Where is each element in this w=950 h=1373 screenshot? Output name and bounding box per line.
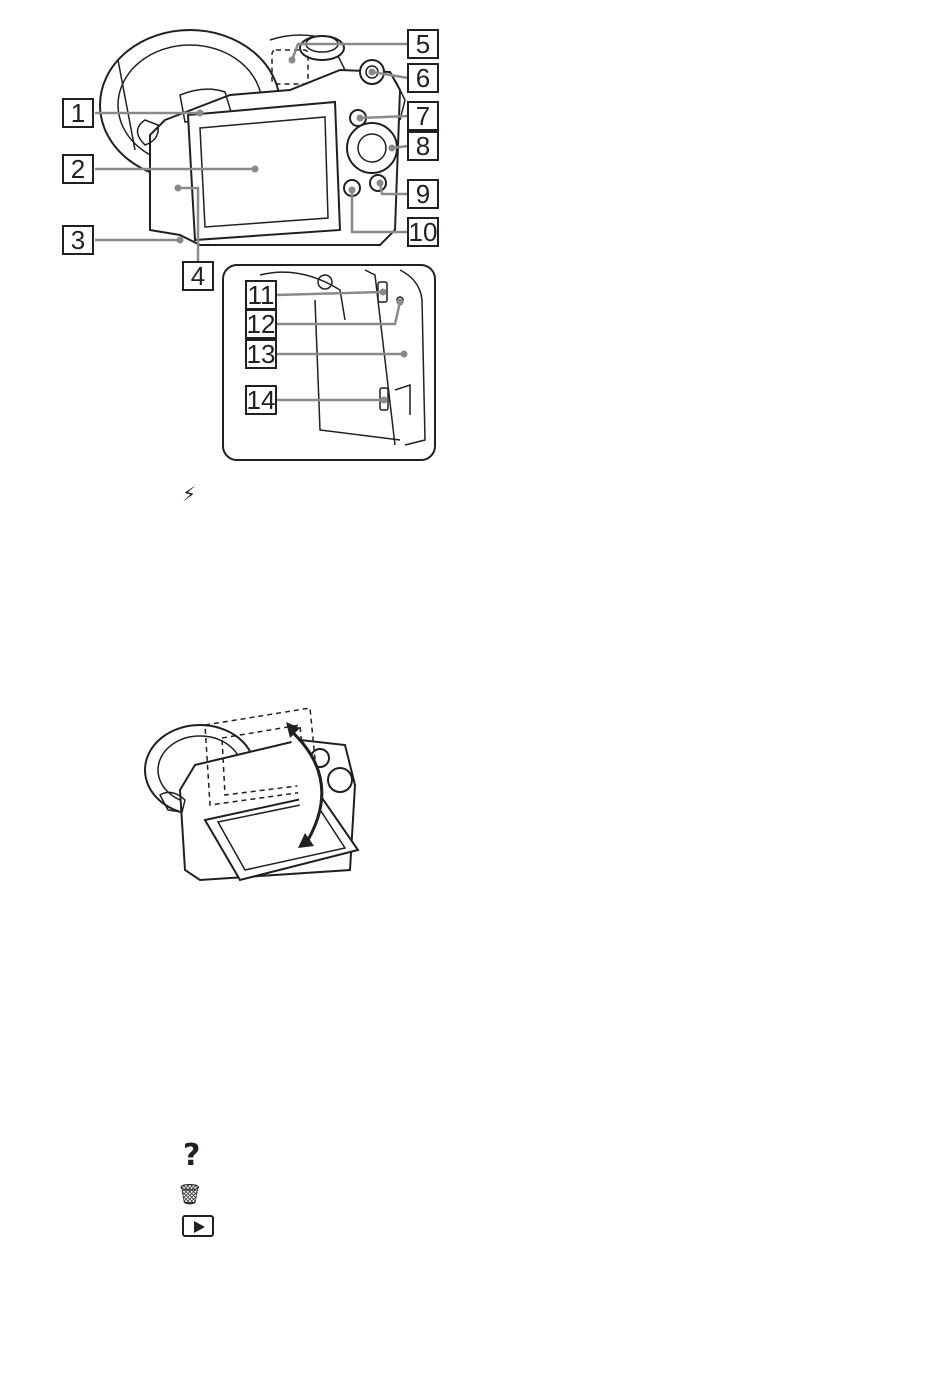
svg-text:2: 2 [71, 154, 85, 184]
callout-14: 14 [246, 385, 276, 415]
svg-text:10: 10 [409, 217, 438, 247]
callout-12: 12 [246, 309, 276, 339]
callout-4: 4 [183, 261, 213, 291]
callout-7: 7 [408, 101, 438, 131]
callout-9: 9 [408, 179, 438, 209]
svg-text:1: 1 [71, 98, 85, 128]
tilting-monitor-diagram [0, 700, 950, 900]
trash-icon: 🗑 [177, 1182, 202, 1206]
svg-text:3: 3 [71, 225, 85, 255]
callout-1: 1 [63, 98, 93, 128]
question-icon: ? [183, 1138, 200, 1173]
callout-13: 13 [246, 339, 276, 369]
callout-10: 10 [408, 217, 438, 247]
svg-text:8: 8 [416, 131, 430, 161]
callout-8: 8 [408, 131, 438, 161]
svg-text:9: 9 [416, 179, 430, 209]
svg-text:12: 12 [247, 309, 276, 339]
camera-rear-diagram: 1 2 3 4 5 6 7 8 9 10 11 12 13 14 [0, 0, 950, 470]
svg-text:6: 6 [416, 63, 430, 93]
svg-text:11: 11 [248, 280, 275, 310]
svg-text:5: 5 [416, 29, 430, 59]
callout-2: 2 [63, 154, 93, 184]
svg-text:13: 13 [247, 339, 276, 369]
callout-5: 5 [408, 29, 438, 59]
lcd-monitor [188, 102, 340, 240]
svg-text:14: 14 [247, 385, 276, 415]
svg-text:7: 7 [416, 101, 430, 131]
flash-icon: ⚡ [182, 482, 196, 506]
callout-3: 3 [63, 225, 93, 255]
play-icon [182, 1215, 214, 1237]
callout-6: 6 [408, 63, 438, 93]
svg-text:4: 4 [191, 261, 205, 291]
callout-11: 11 [246, 280, 276, 310]
